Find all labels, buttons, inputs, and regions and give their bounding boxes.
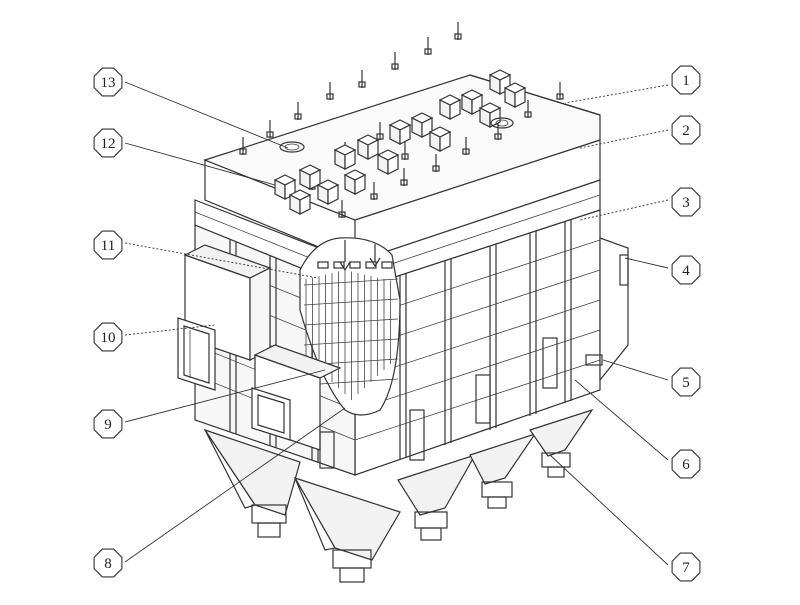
- callout-number: 8: [104, 556, 112, 572]
- tension-stud: [370, 182, 378, 200]
- tension-stud: [391, 52, 399, 70]
- pulse-valve-box: [428, 126, 452, 152]
- bag-cage-ring: [303, 278, 399, 286]
- callout-badge-shape: [93, 230, 123, 260]
- blow-pipe: [333, 261, 345, 269]
- tension-stud: [326, 82, 334, 100]
- callout-badge-shape: [93, 128, 123, 158]
- callout-badge-shape: [93, 409, 123, 439]
- callout-badge-shape: [671, 449, 701, 479]
- blow-pipe: [317, 261, 329, 269]
- callout-number: 13: [101, 75, 116, 91]
- pulse-valve-box: [503, 82, 527, 108]
- callout-7: 7: [671, 552, 701, 582]
- tension-stud: [462, 137, 470, 155]
- callout-number: 10: [101, 330, 116, 346]
- callout-12: 12: [93, 128, 123, 158]
- callout-2: 2: [671, 115, 701, 145]
- tension-stud: [556, 82, 564, 100]
- tension-stud: [432, 154, 440, 172]
- roof-studs: [239, 22, 564, 218]
- callout-number: 6: [682, 457, 690, 473]
- callout-11: 11: [93, 230, 123, 260]
- pulse-valve-box: [478, 102, 502, 128]
- pulse-valve-box: [356, 134, 380, 160]
- callout-badge-shape: [671, 367, 701, 397]
- tension-stud: [454, 22, 462, 40]
- tension-stud: [294, 102, 302, 120]
- tension-stud: [376, 122, 384, 140]
- callout-8: 8: [93, 548, 123, 578]
- inlet-duct: [177, 244, 272, 391]
- tension-stud: [239, 137, 247, 155]
- pulse-valve-box: [316, 179, 340, 205]
- callout-badge-shape: [671, 255, 701, 285]
- pulse-valve-box: [460, 89, 484, 115]
- callout-4: 4: [671, 255, 701, 285]
- callout-number: 9: [104, 417, 112, 433]
- pulse-valve-box: [333, 144, 357, 170]
- pulse-valve-box: [343, 169, 367, 195]
- callout-number: 11: [101, 238, 115, 254]
- callout-5: 5: [671, 367, 701, 397]
- pulse-valve-box: [288, 189, 312, 215]
- callout-13: 13: [93, 67, 123, 97]
- outlet-flange: [599, 237, 629, 382]
- blow-pipe: [349, 261, 361, 269]
- tension-stud: [266, 120, 274, 138]
- tension-stud: [401, 142, 409, 160]
- callout-badge-shape: [671, 187, 701, 217]
- bag-cage-ring: [303, 318, 399, 326]
- bag-cage-ring: [303, 298, 399, 306]
- hopper: [529, 408, 594, 478]
- tension-stud: [424, 37, 432, 55]
- callout-badge-shape: [671, 552, 701, 582]
- bag-cage-ring: [303, 338, 399, 346]
- callout-6: 6: [671, 449, 701, 479]
- pulse-valve-box: [388, 119, 412, 145]
- hopper: [397, 453, 477, 541]
- side-fitting: [585, 354, 603, 366]
- callout-1: 1: [671, 65, 701, 95]
- callout-number: 12: [101, 136, 116, 152]
- callout-badge-shape: [93, 67, 123, 97]
- tension-stud: [338, 200, 346, 218]
- hopper: [293, 476, 401, 583]
- callout-10: 10: [93, 322, 123, 352]
- pulse-valve-box: [438, 94, 462, 120]
- callout-number: 2: [682, 123, 690, 139]
- callout-number: 7: [682, 560, 690, 576]
- tension-stud: [400, 168, 408, 186]
- pulse-valve-box: [410, 112, 434, 138]
- hopper: [469, 432, 537, 509]
- pulse-valve-box: [298, 164, 322, 190]
- pulse-valve-box: [376, 149, 400, 175]
- pulse-valve-group: [273, 69, 527, 215]
- callout-number: 4: [682, 263, 690, 279]
- callout-badge-shape: [671, 115, 701, 145]
- callout-number: 5: [682, 375, 690, 391]
- callout-9: 9: [93, 409, 123, 439]
- inlet-duct-lower: [251, 344, 342, 451]
- callout-badge-shape: [93, 548, 123, 578]
- tension-stud: [358, 70, 366, 88]
- blow-pipe: [381, 261, 393, 269]
- tension-stud: [524, 100, 532, 118]
- callout-badge-shape: [671, 65, 701, 95]
- access-ladders: [319, 337, 558, 469]
- callout-3: 3: [671, 187, 701, 217]
- hopper-group: [203, 408, 594, 583]
- callout-number: 1: [682, 73, 690, 89]
- callout-leaders: [124, 81, 669, 566]
- tension-stud: [494, 122, 502, 140]
- callout-number: 3: [682, 195, 690, 211]
- callout-badge-shape: [93, 322, 123, 352]
